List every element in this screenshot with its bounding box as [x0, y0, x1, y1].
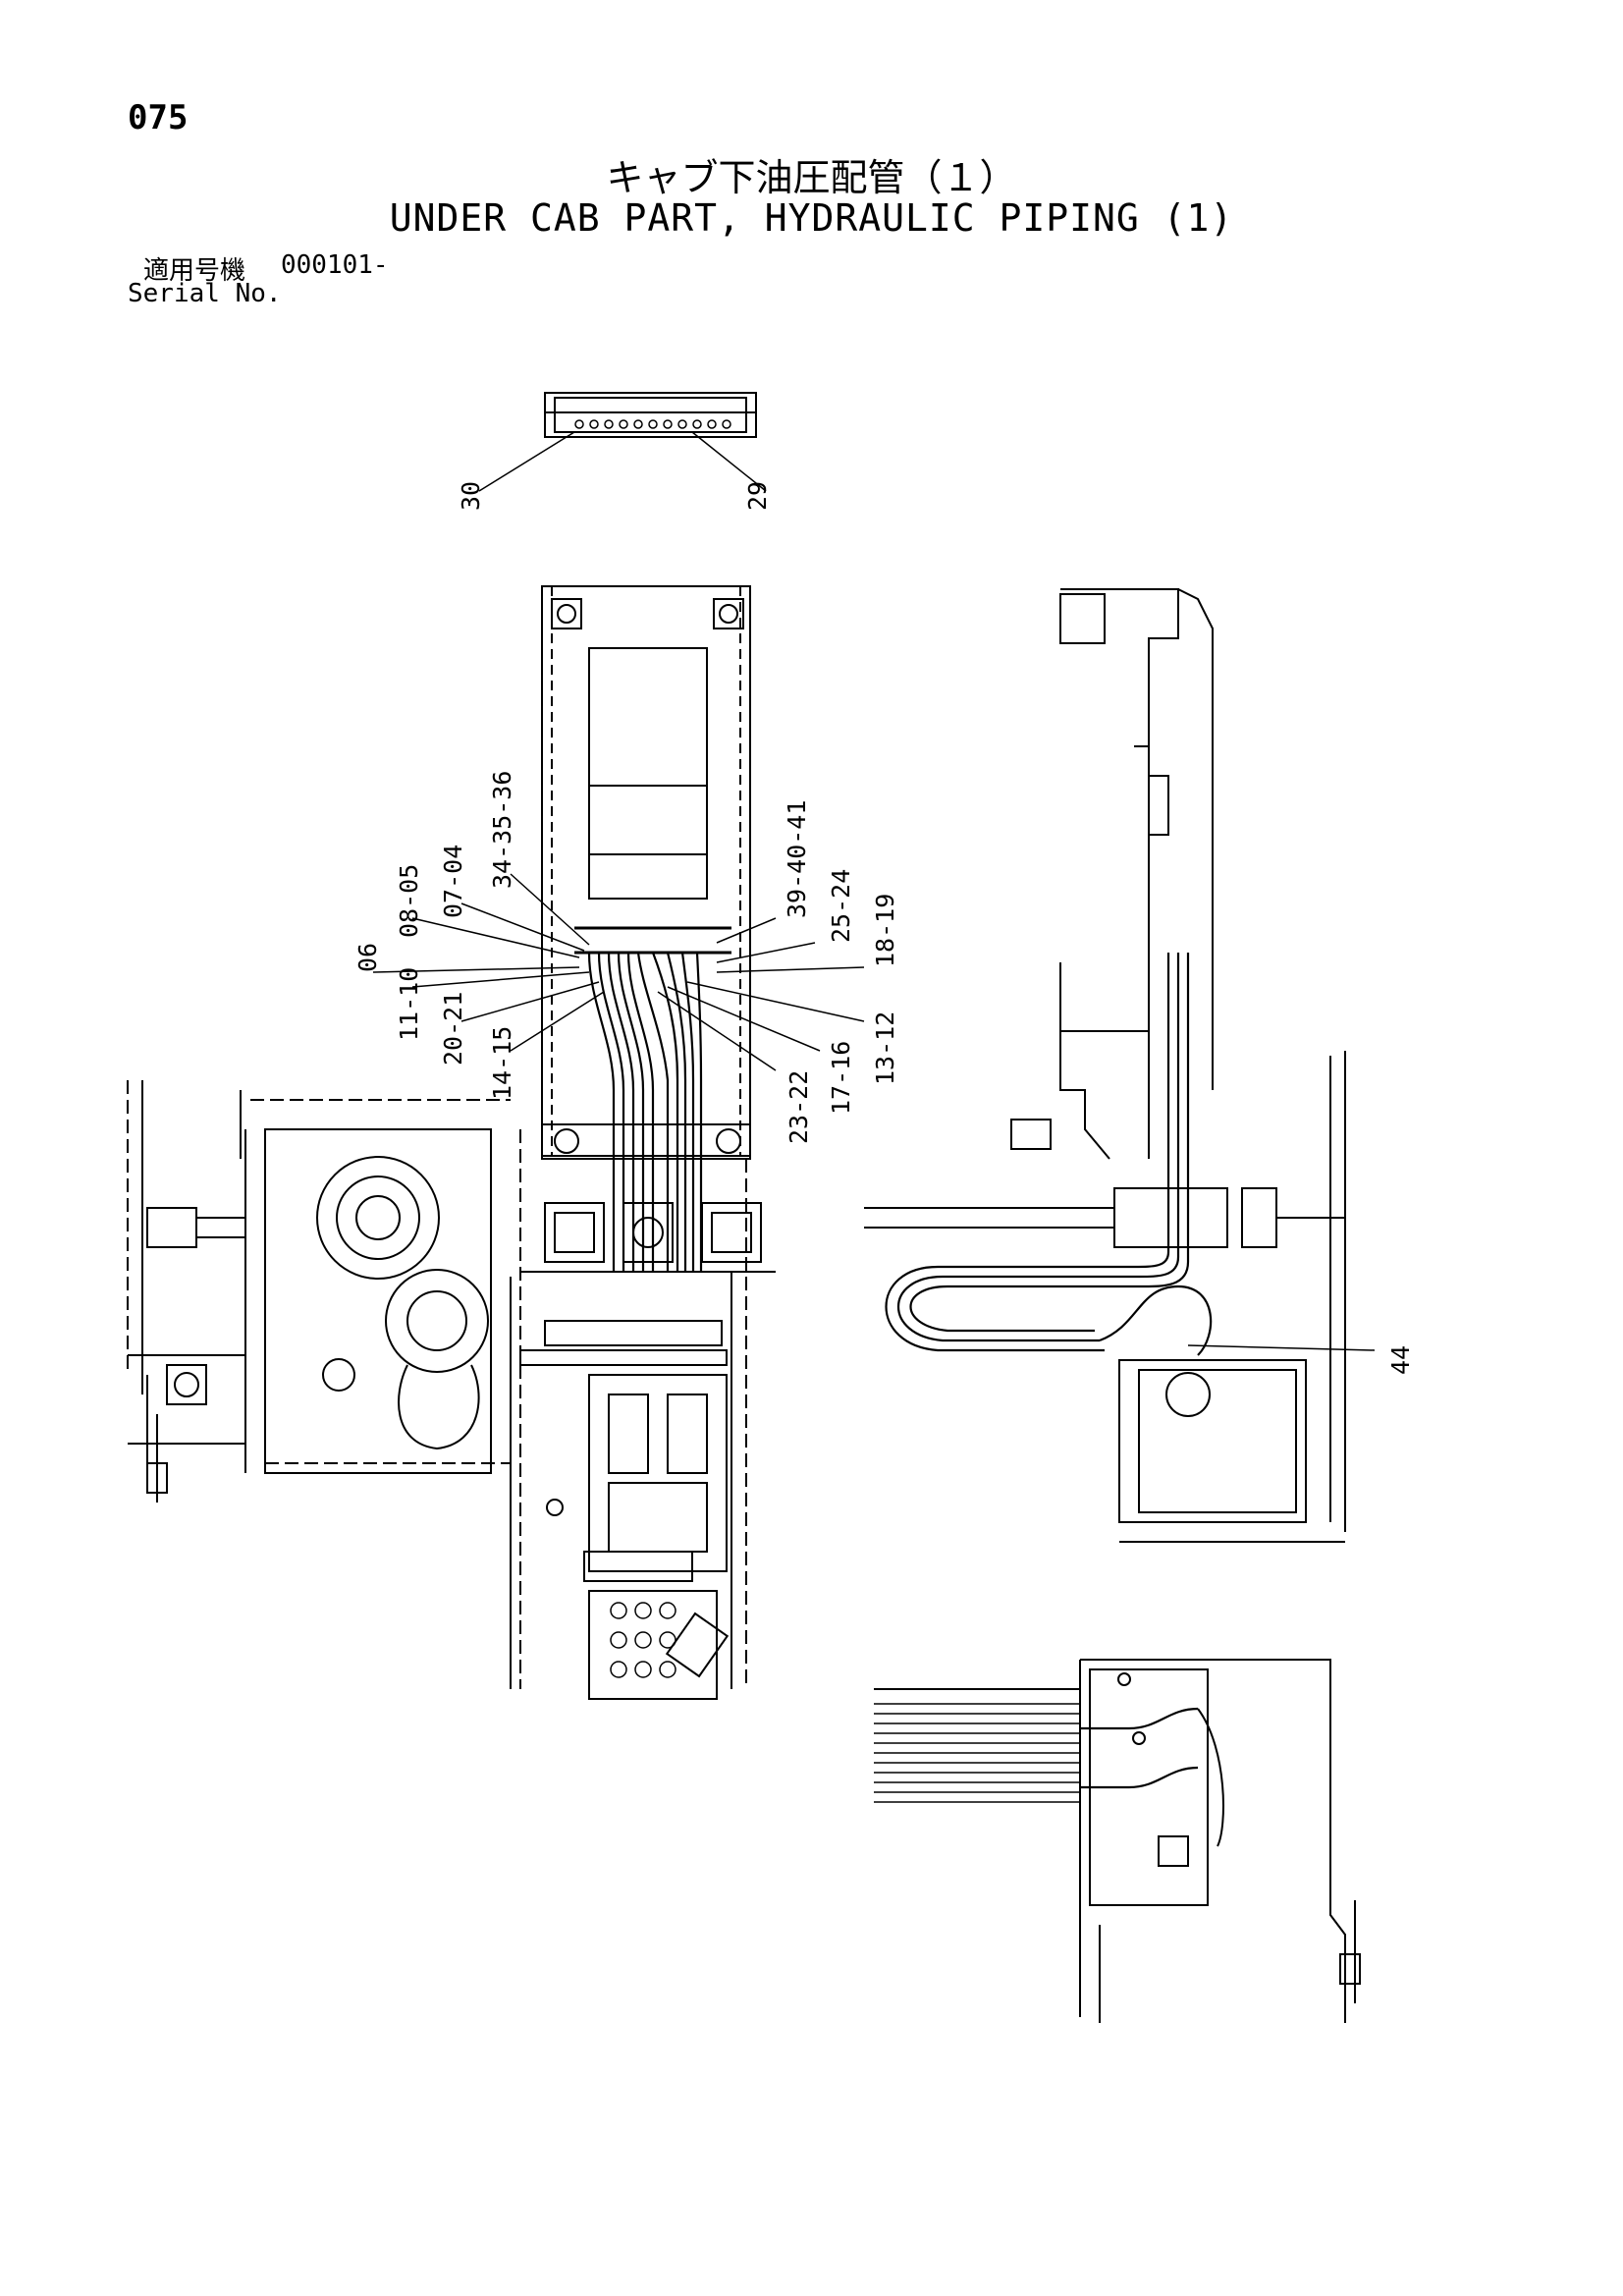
callout-29: 29: [743, 481, 772, 511]
center-lower-assembly: [510, 1123, 776, 1700]
callout-08-05: 08-05: [395, 864, 423, 938]
lower-right-view: [874, 1659, 1361, 2023]
page-number: 075: [128, 98, 189, 137]
page-title-english: UNDER CAB PART, HYDRAULIC PIPING (1): [389, 196, 1234, 240]
callout-18-19: 18-19: [871, 894, 899, 967]
callout-leaders: [372, 873, 865, 1071]
center-frame: [541, 585, 751, 1157]
callout-25-24: 25-24: [827, 869, 855, 943]
callout-14-15: 14-15: [488, 1026, 516, 1100]
callout-11-10: 11-10: [395, 967, 423, 1041]
serial-label-english: Serial No.: [128, 279, 282, 308]
hose-bundle: [587, 952, 703, 1272]
callout-07-04: 07-04: [439, 845, 467, 918]
callout-39-40-41: 39-40-41: [783, 800, 811, 918]
callout-23-22: 23-22: [784, 1070, 813, 1144]
callout-44: 44: [1386, 1345, 1415, 1375]
serial-label-japanese: 適用号機: [143, 256, 246, 286]
page-title-japanese: キャブ下油圧配管（１）: [606, 156, 1017, 199]
left-machine-body: [127, 1080, 511, 1503]
callout-20-21: 20-21: [439, 992, 467, 1066]
callout-30: 30: [457, 481, 485, 511]
top-connector-block: [478, 392, 767, 492]
callout-17-16: 17-16: [827, 1041, 855, 1115]
right-side-view: [864, 588, 1376, 1543]
callout-13-12: 13-12: [871, 1011, 899, 1085]
callout-06: 06: [353, 943, 382, 972]
serial-code: 000101-: [281, 250, 389, 280]
callout-34-35-36: 34-35-36: [488, 771, 516, 889]
